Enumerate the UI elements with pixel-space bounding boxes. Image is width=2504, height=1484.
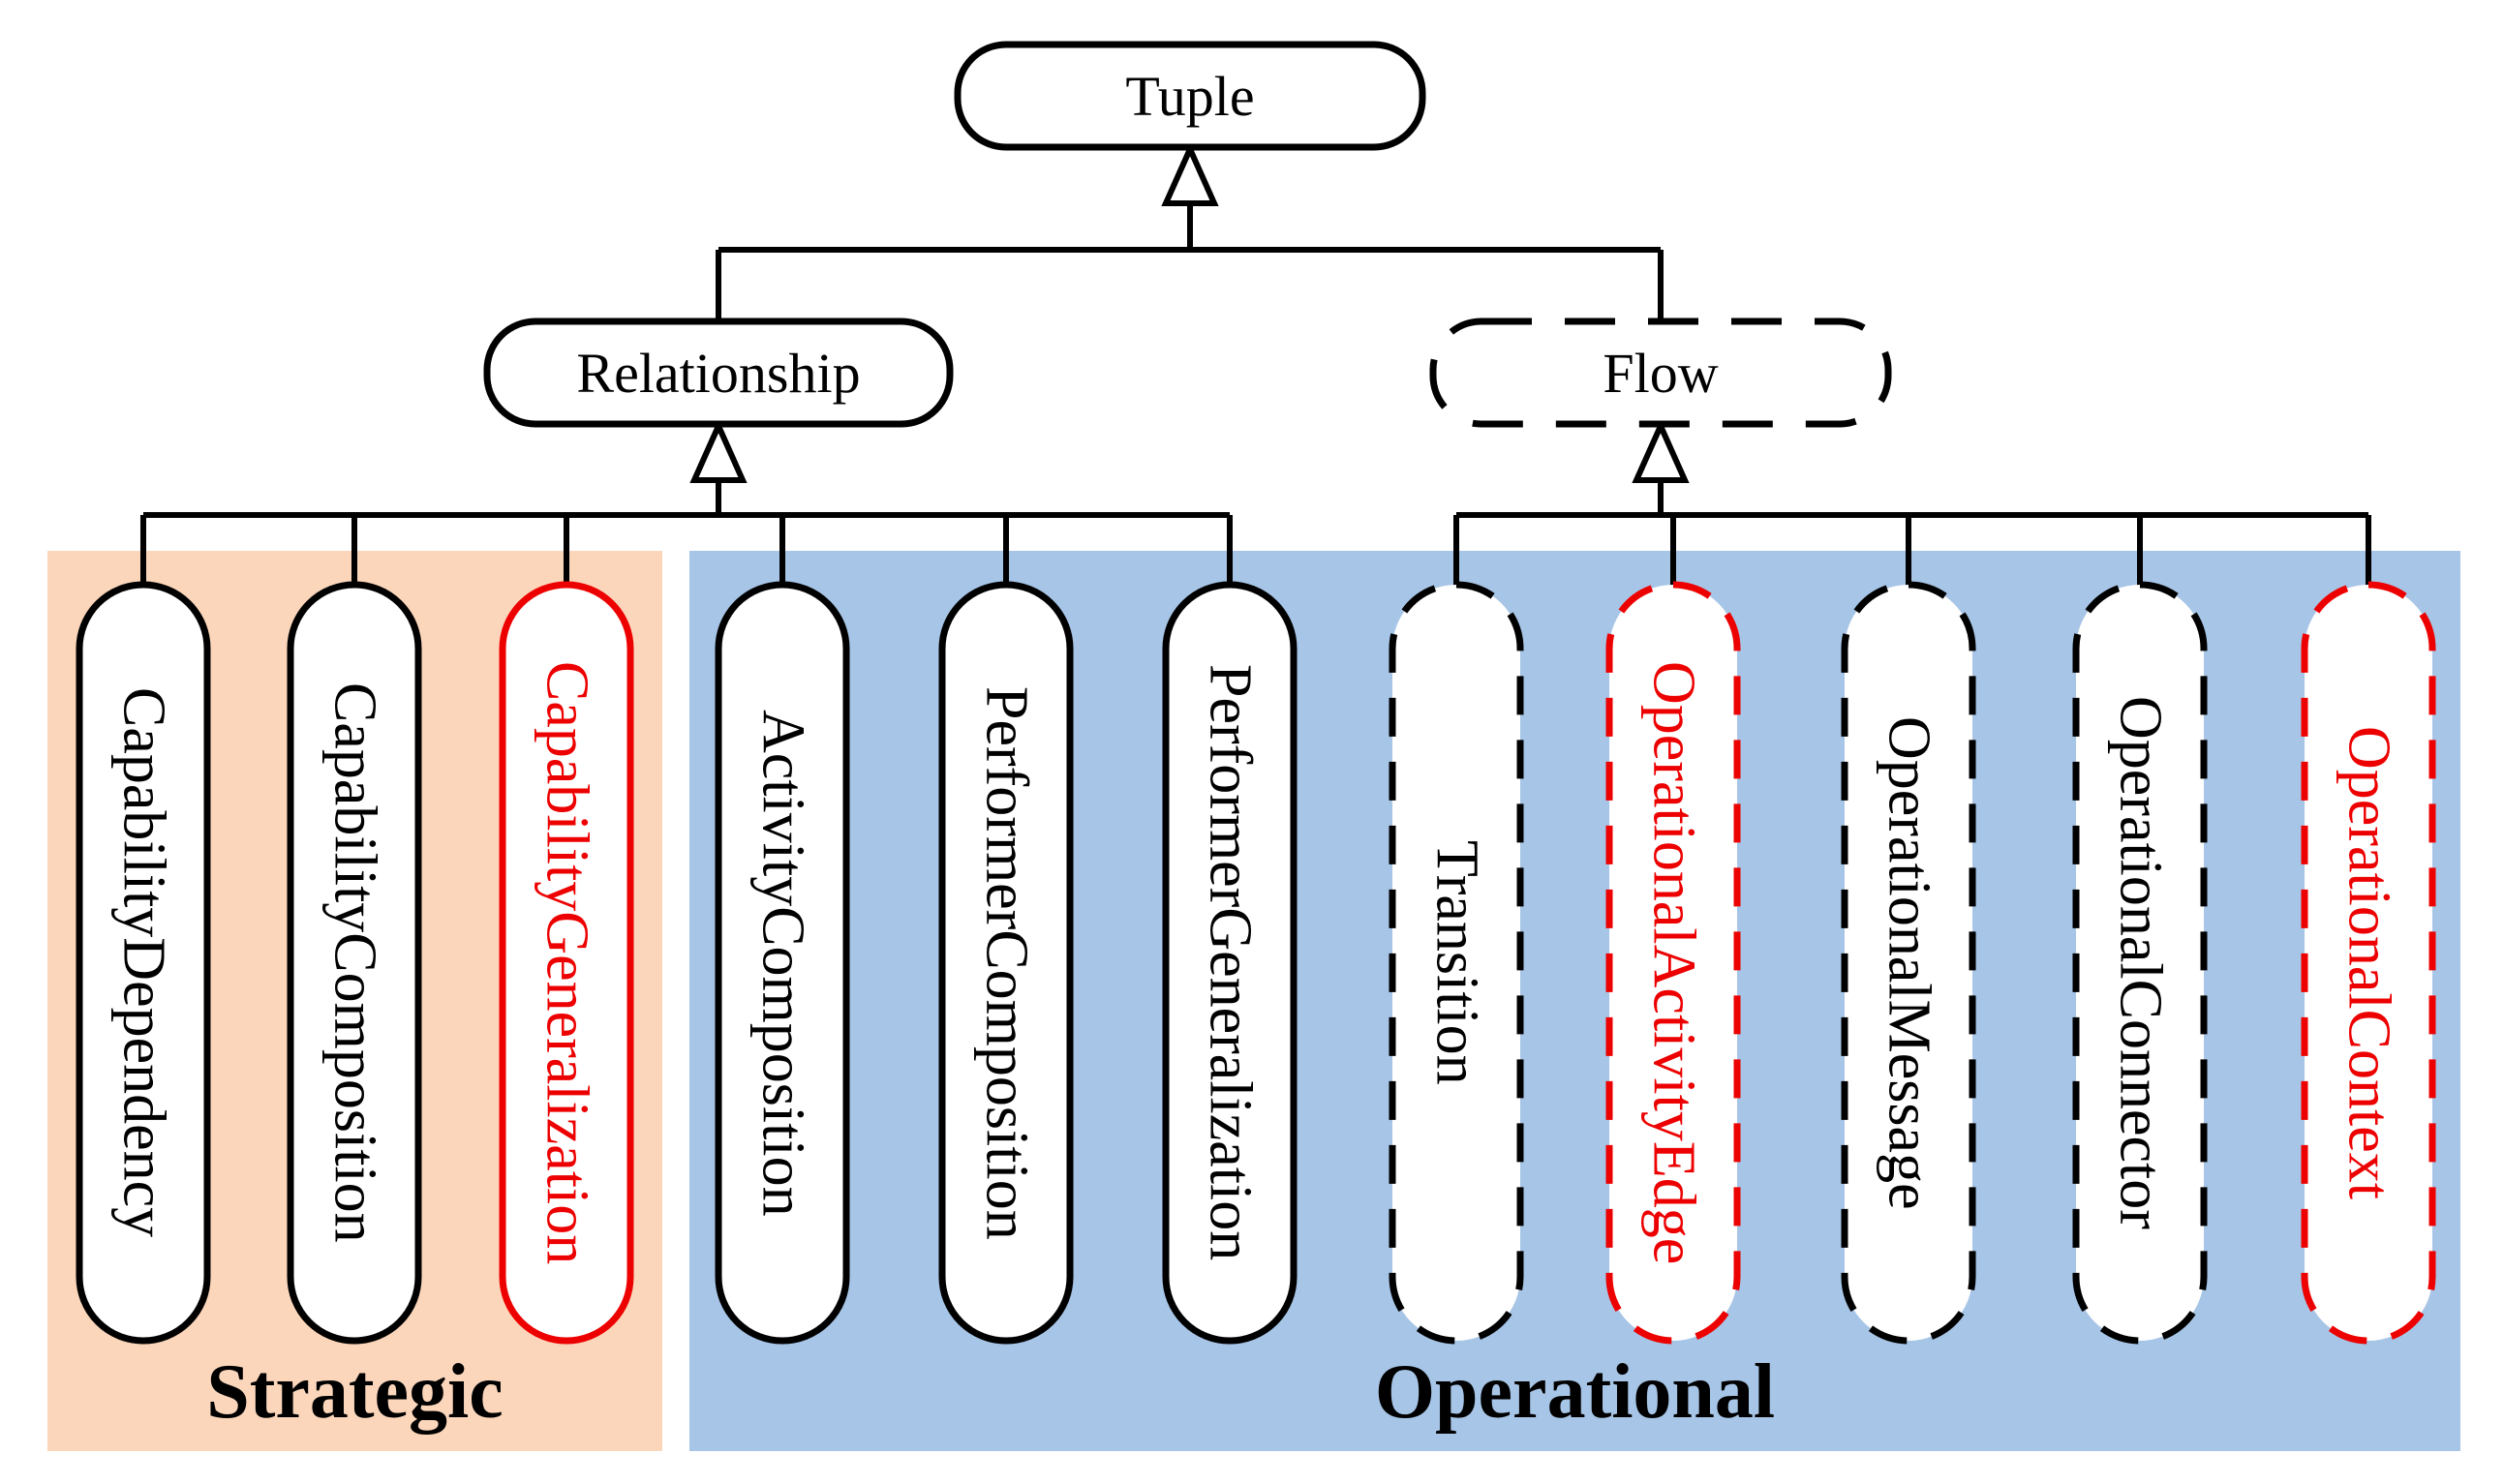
node-transition-label: Transition bbox=[1423, 840, 1490, 1085]
pill-performer-composition bbox=[938, 581, 1074, 1345]
strategic-region-label: Strategic bbox=[47, 1342, 662, 1443]
pill-activity-composition bbox=[715, 581, 850, 1345]
node-activity-composition: ActivityComposition bbox=[718, 585, 846, 1341]
node-operational-connector-label: OperationalConnector bbox=[2107, 696, 2174, 1229]
node-capability-generalization: CapabilityGeneralization bbox=[503, 585, 630, 1341]
node-performer-generalization-label: PerformerGeneralization bbox=[1197, 664, 1264, 1261]
strategic-region-label-text: Strategic bbox=[206, 1349, 504, 1435]
node-capability-generalization-label: CapabilityGeneralization bbox=[534, 660, 600, 1265]
node-relationship-label: Relationship bbox=[576, 341, 861, 405]
inheritance-arrowhead-tuple bbox=[1161, 141, 1219, 206]
node-capability-composition: CapabilityComposition bbox=[290, 585, 418, 1341]
pill-capability-generalization bbox=[499, 581, 634, 1345]
flow-box bbox=[1429, 318, 1892, 428]
node-operational-connector: OperationalConnector bbox=[2076, 585, 2204, 1341]
pill-transition bbox=[1389, 581, 1524, 1345]
node-operational-context: OperationalContext bbox=[2305, 585, 2432, 1341]
operational-region-label: Operational bbox=[689, 1342, 2460, 1443]
inheritance-arrowhead-flow bbox=[1632, 418, 1690, 483]
connector-lines bbox=[140, 203, 2371, 589]
node-operational-activity-edge-label: OperationalActivityEdge bbox=[1640, 660, 1707, 1265]
node-flow: Flow bbox=[1433, 321, 1888, 424]
inheritance-arrowhead-relationship bbox=[689, 418, 748, 483]
relationship-box bbox=[483, 318, 954, 428]
pill-operational-activity-edge bbox=[1605, 581, 1741, 1345]
node-operational-message-label: OperationalMessage bbox=[1876, 715, 1942, 1210]
pill-capability-composition bbox=[287, 581, 422, 1345]
node-tuple: Tuple bbox=[958, 45, 1422, 147]
node-operational-activity-edge: OperationalActivityEdge bbox=[1609, 585, 1737, 1341]
node-operational-context-label: OperationalContext bbox=[2336, 726, 2402, 1199]
node-tuple-label: Tuple bbox=[1125, 64, 1255, 128]
node-performer-generalization: PerformerGeneralization bbox=[1166, 585, 1294, 1341]
pill-capability-dependency bbox=[76, 581, 211, 1345]
pill-operational-message bbox=[1841, 581, 1976, 1345]
node-capability-dependency: CapabilityDependency bbox=[79, 585, 207, 1341]
pill-performer-generalization bbox=[1162, 581, 1298, 1345]
pill-operational-connector bbox=[2072, 581, 2208, 1345]
pill-operational-context bbox=[2301, 581, 2436, 1345]
node-transition: Transition bbox=[1392, 585, 1520, 1341]
tuple-box bbox=[954, 41, 1426, 151]
node-performer-composition-label: PerformerComposition bbox=[973, 685, 1040, 1240]
node-operational-message: OperationalMessage bbox=[1845, 585, 1972, 1341]
node-activity-composition-label: ActivityComposition bbox=[749, 709, 816, 1217]
node-capability-dependency-label: CapabilityDependency bbox=[110, 687, 177, 1238]
operational-region-label-text: Operational bbox=[1374, 1349, 1776, 1435]
node-performer-composition: PerformerComposition bbox=[942, 585, 1070, 1341]
node-relationship: Relationship bbox=[487, 321, 950, 424]
node-capability-composition-label: CapabilityComposition bbox=[321, 682, 388, 1243]
node-flow-label: Flow bbox=[1603, 341, 1719, 405]
